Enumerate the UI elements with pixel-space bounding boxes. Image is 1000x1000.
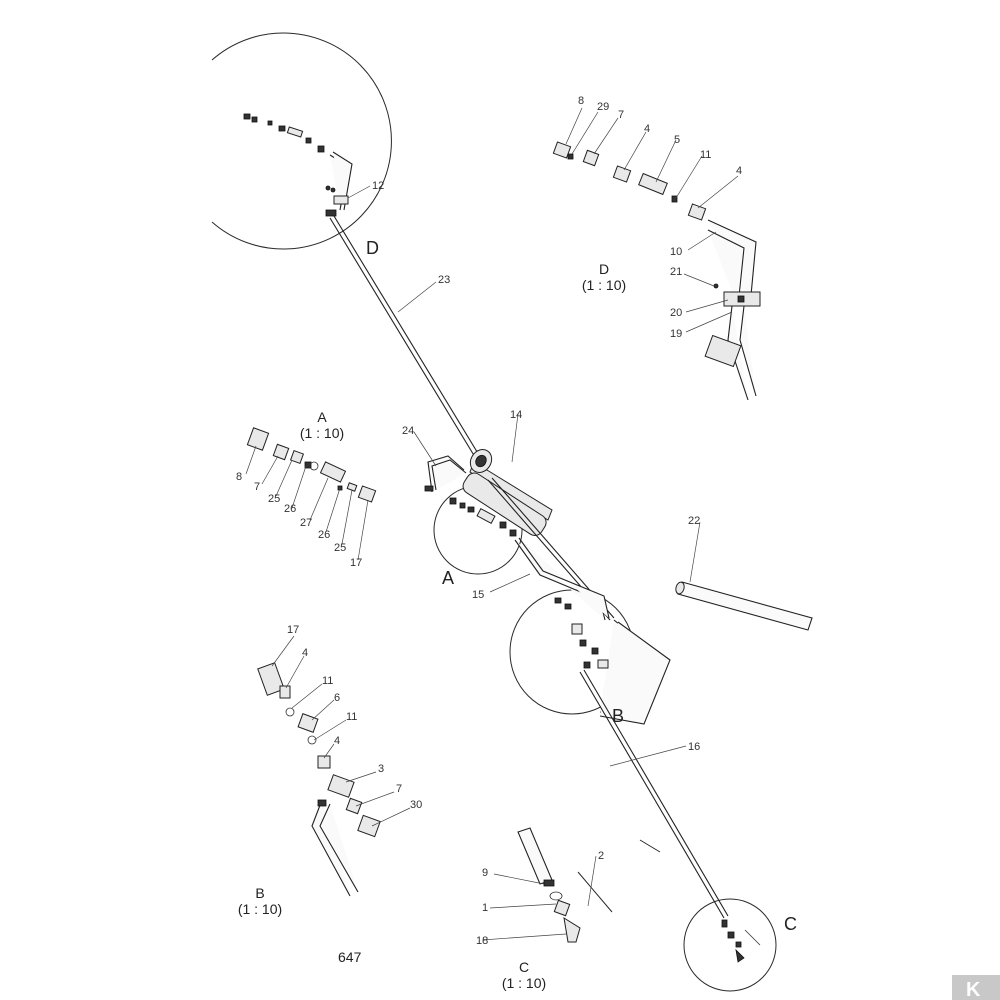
callout: 24	[402, 425, 414, 437]
callouts-d-detail: 8 29 7 4 5 11 4 10 21 20 19	[578, 95, 742, 340]
view-scale-c: (1 : 10)	[502, 975, 546, 991]
pipe-22	[675, 581, 813, 631]
pipe-to-b	[487, 477, 671, 725]
hose-24	[424, 455, 467, 493]
c-assembly-main	[721, 919, 761, 963]
callouts-b-detail: 17 4 11 6 11 4 3 7 30	[287, 624, 422, 811]
loose-rod	[639, 839, 661, 853]
callout: 11	[346, 711, 357, 723]
detail-circle-c	[683, 898, 777, 992]
callout: 3	[378, 763, 384, 775]
callout: 19	[670, 328, 682, 340]
d-detail-parts	[552, 141, 761, 401]
callout: 23	[438, 274, 450, 286]
callout: 22	[688, 515, 700, 527]
c-detail-parts	[517, 827, 613, 943]
callout: 8	[236, 471, 242, 483]
callout: 9	[482, 867, 488, 879]
a-assembly-main	[449, 497, 517, 537]
callout: 5	[674, 134, 680, 146]
pipe-16	[579, 669, 729, 919]
view-title-d: D	[599, 261, 609, 277]
callout: 2	[598, 850, 604, 862]
detail-circle-d	[211, 32, 392, 250]
b-assembly-main	[554, 597, 609, 669]
callout: 26	[284, 503, 296, 515]
cylinder-14	[462, 449, 553, 536]
callout: 7	[396, 783, 402, 795]
callout: 16	[688, 741, 700, 753]
svg-text:K: K	[966, 979, 981, 1000]
callouts-main: 12 23 24 14 22 15 16 2	[372, 180, 700, 862]
view-title-b: B	[255, 885, 264, 901]
callout: 8	[578, 95, 584, 107]
callout: 4	[644, 123, 650, 135]
view-letter-a: A	[442, 568, 454, 588]
view-title-a: A	[317, 409, 327, 425]
b-detail-parts	[257, 662, 381, 897]
pipe-23	[329, 215, 483, 463]
callouts-c-detail: 9 1 18	[476, 867, 488, 947]
callout: 4	[736, 165, 742, 177]
callout: 17	[350, 557, 362, 569]
view-letter-c: C	[784, 914, 797, 934]
brand-logo-icon: K	[952, 975, 1000, 1000]
view-scale-a: (1 : 10)	[300, 425, 344, 441]
callouts-a-detail: 8 7 25 26 27 26 25 17	[236, 471, 362, 569]
d-assembly-parts	[243, 113, 353, 217]
leader-lines	[245, 107, 739, 941]
view-letter-b: B	[612, 706, 624, 726]
callout: 25	[268, 493, 280, 505]
callout: 4	[302, 647, 308, 659]
view-scale-d: (1 : 10)	[582, 277, 626, 293]
callout: 30	[410, 799, 422, 811]
callout: 12	[372, 180, 384, 192]
callout: 7	[618, 109, 624, 121]
view-letter-d: D	[366, 238, 379, 258]
callout: 10	[670, 246, 682, 258]
callout: 27	[300, 517, 312, 529]
callout: 11	[322, 675, 333, 687]
hose-15	[514, 537, 610, 621]
callout: 4	[334, 735, 340, 747]
callout: 1	[482, 902, 488, 914]
callout: 11	[700, 149, 711, 161]
callout: 20	[670, 307, 682, 319]
callout: 7	[254, 481, 260, 493]
page-number: 647	[338, 949, 362, 965]
callout: 17	[287, 624, 299, 636]
callout: 15	[472, 589, 484, 601]
callout: 26	[318, 529, 330, 541]
view-title-c: C	[519, 959, 529, 975]
callout: 25	[334, 542, 346, 554]
callout: 29	[597, 101, 609, 113]
callout: 21	[670, 266, 682, 278]
a-detail-parts	[246, 427, 377, 503]
callout: 6	[334, 692, 340, 704]
callout: 14	[510, 409, 522, 421]
view-scale-b: (1 : 10)	[238, 901, 282, 917]
callout: 18	[476, 935, 488, 947]
